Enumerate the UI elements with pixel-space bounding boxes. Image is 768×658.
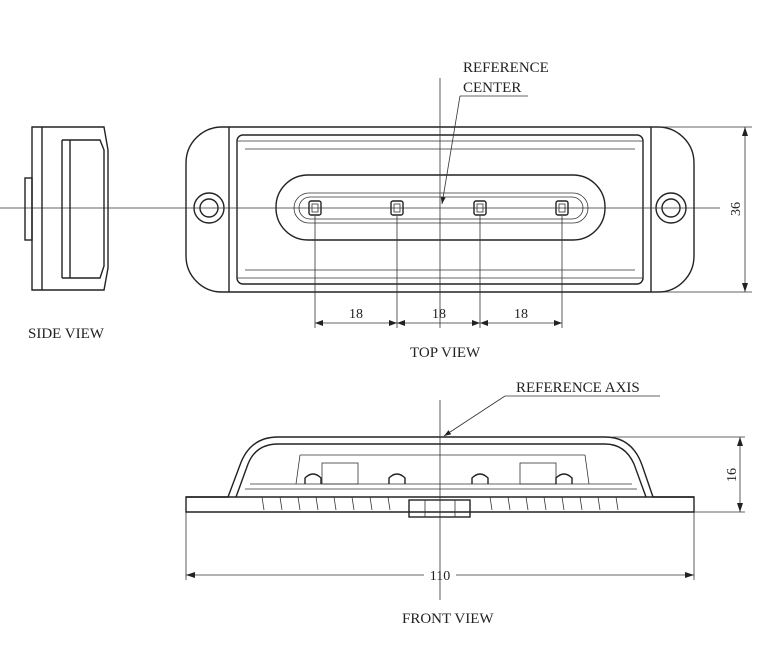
- reference-center-leader: [440, 95, 461, 205]
- reference-center-label-line2: CENTER: [463, 80, 521, 96]
- front-view: [185, 395, 745, 600]
- dim-led-spacing-1: 18: [349, 307, 363, 322]
- reference-center-label-line1: REFERENCE: [463, 60, 549, 76]
- reference-axis-leader: [443, 395, 506, 437]
- side-view-label: SIDE VIEW: [28, 326, 105, 342]
- front-view-housing: [185, 436, 695, 513]
- side-view-outline: [31, 126, 109, 291]
- dim-led-spacing-2: 18: [432, 307, 446, 322]
- dim-height-top: 36: [729, 202, 744, 216]
- front-view-label: FRONT VIEW: [402, 611, 494, 627]
- lens-window: [275, 174, 606, 241]
- cable-outlet: [408, 499, 471, 518]
- side-view: [0, 126, 153, 291]
- top-view: [153, 78, 752, 328]
- top-view-label: TOP VIEW: [410, 345, 481, 361]
- dim-led-spacing-3: 18: [514, 307, 528, 322]
- dim-length: 110: [430, 569, 450, 584]
- reference-axis-label: REFERENCE AXIS: [516, 380, 640, 396]
- side-view-connector: [24, 177, 33, 241]
- dim-height-front: 16: [725, 468, 740, 482]
